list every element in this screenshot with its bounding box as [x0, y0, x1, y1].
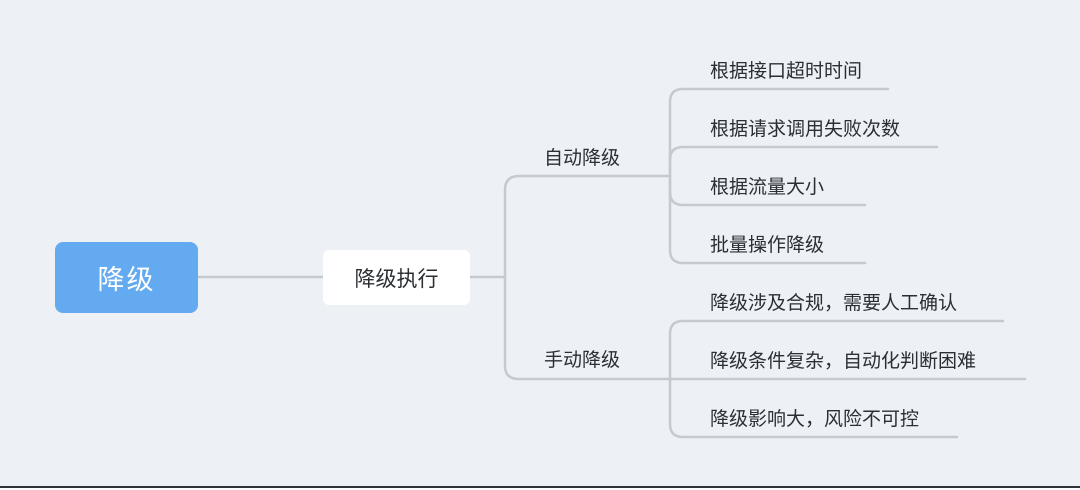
leaf-node[interactable]: 降级影响大，风险不可控 — [710, 408, 920, 430]
connector-leaf-auto-1 — [668, 87, 890, 178]
connector-leaf-manual-1 — [668, 319, 1005, 381]
child-node[interactable]: 降级执行 — [323, 250, 470, 305]
leaf-node[interactable]: 降级条件复杂，自动化判断困难 — [710, 350, 977, 372]
connector-leaf-auto-4 — [668, 174, 867, 265]
branch-node-manual[interactable]: 手动降级 — [544, 349, 621, 371]
connector-branch-auto — [503, 174, 672, 279]
root-node[interactable]: 降级 — [55, 242, 198, 313]
leaf-node[interactable]: 根据请求调用失败次数 — [710, 118, 901, 140]
leaf-node[interactable]: 根据流量大小 — [710, 176, 825, 198]
branch-node-auto[interactable]: 自动降级 — [544, 147, 621, 169]
connector-leaf-auto-2 — [668, 145, 939, 178]
connector-branch-manual — [503, 275, 672, 381]
leaf-node[interactable]: 批量操作降级 — [710, 234, 825, 256]
leaf-node[interactable]: 根据接口超时时间 — [710, 60, 863, 82]
leaf-node[interactable]: 降级涉及合规，需要人工确认 — [710, 292, 958, 314]
connector-leaf-manual-3 — [668, 377, 959, 439]
